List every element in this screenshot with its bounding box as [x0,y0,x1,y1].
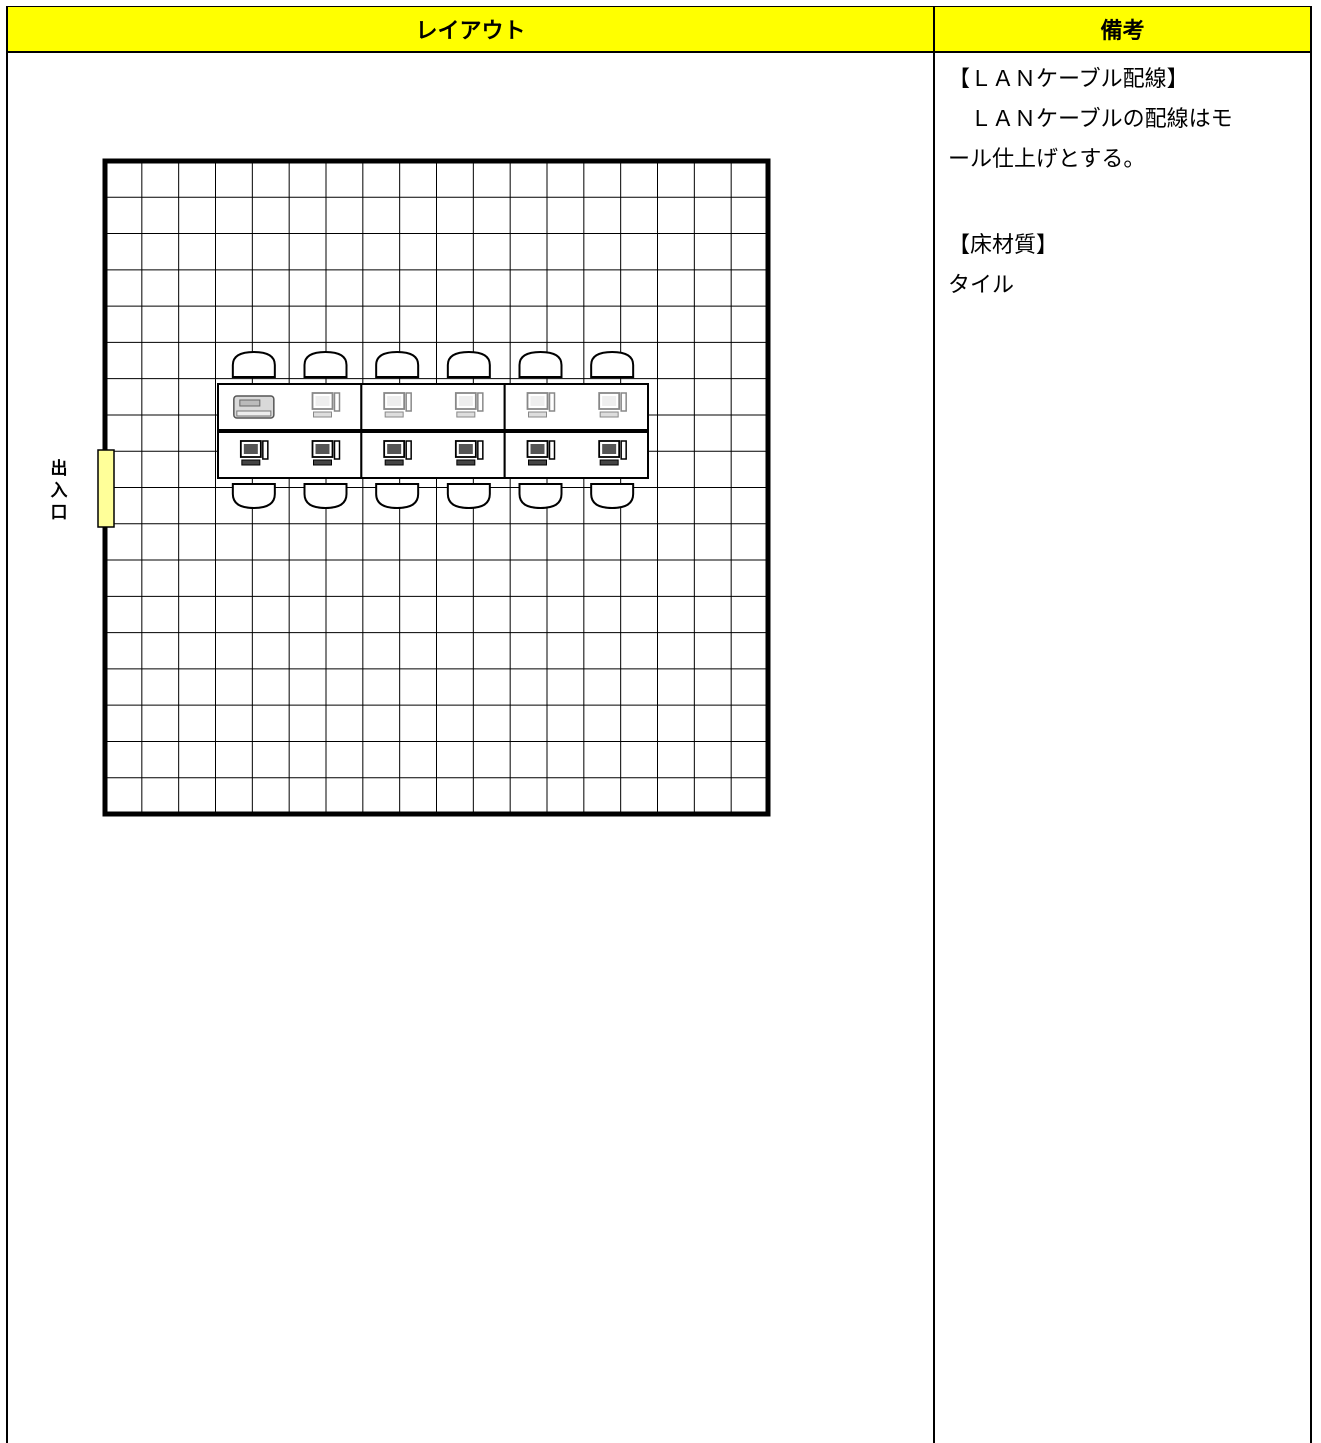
tower [405,440,412,460]
chair [446,483,491,510]
keyboard [528,459,547,466]
entrance-char: 入 [50,481,68,501]
keyboard [456,411,476,418]
column-divider [933,6,935,1443]
computer-icon [383,392,412,418]
table-right-border [1310,6,1312,1443]
tower [333,440,341,460]
floor-plan [97,158,771,817]
computer-icon [239,440,269,466]
tower [548,440,556,460]
screen [530,396,545,406]
header-notes: 備考 [935,7,1310,51]
chair [303,350,348,378]
table-left-border [6,6,8,1443]
computer-icon [598,392,627,418]
tower [405,392,412,412]
screen [602,444,617,454]
notes-column: 【ＬＡＮケーブル配線】 ＬＡＮケーブルの配線はモ ール仕上げとする。 【床材質】… [948,60,1313,306]
screen [530,444,545,454]
computer-icon [454,440,484,466]
computer-icon [526,392,556,418]
chair [518,350,563,378]
lan-body-line: ール仕上げとする。 [948,147,1146,172]
tower [477,392,484,412]
lan-heading: 【ＬＡＮケーブル配線】 [948,67,1189,92]
entrance-door [97,449,115,528]
tower [262,440,269,460]
keyboard [384,459,404,466]
screen [315,444,330,454]
keyboard [528,411,547,418]
chair [231,350,276,378]
tower [333,392,341,412]
header-bottom-border [6,51,1312,53]
entrance-char: 出 [50,459,68,479]
tower [477,440,484,460]
chair [518,483,563,510]
keyboard [599,459,619,466]
chair [375,483,420,510]
screen [387,444,402,454]
computer-icon [311,392,341,418]
keyboard [599,411,619,418]
floor-body: タイル [948,273,1015,298]
screen [458,444,473,454]
keyboard [313,411,332,418]
desk-area [217,350,649,510]
chair [303,483,348,510]
screen [315,396,330,406]
computer-icon [454,392,484,418]
printer-icon [233,395,275,419]
screen [458,396,473,406]
floor-grid [105,161,768,814]
screen [387,396,402,406]
computer-icon [311,440,341,466]
computer-icon [598,440,627,466]
header-layout: レイアウト [8,7,933,51]
screen [243,444,258,454]
keyboard [241,459,261,466]
printer-panel [239,399,261,407]
keyboard [456,459,476,466]
keyboard [384,411,404,418]
lan-body-line: ＬＡＮケーブルの配線はモ [948,107,1233,132]
floor-heading: 【床材質】 [948,233,1059,258]
keyboard [313,459,332,466]
entrance-char: 口 [50,503,68,523]
chair [375,350,420,378]
tower [620,392,627,412]
tower [620,440,627,460]
chair [231,483,276,510]
computer-icon [526,440,556,466]
chair [590,350,635,378]
screen [602,396,617,406]
entrance-label: 出 入 口 [47,458,71,524]
chair [590,483,635,510]
computer-icon [383,440,412,466]
chair [446,350,491,378]
tower [548,392,556,412]
printer-tray [236,410,272,417]
